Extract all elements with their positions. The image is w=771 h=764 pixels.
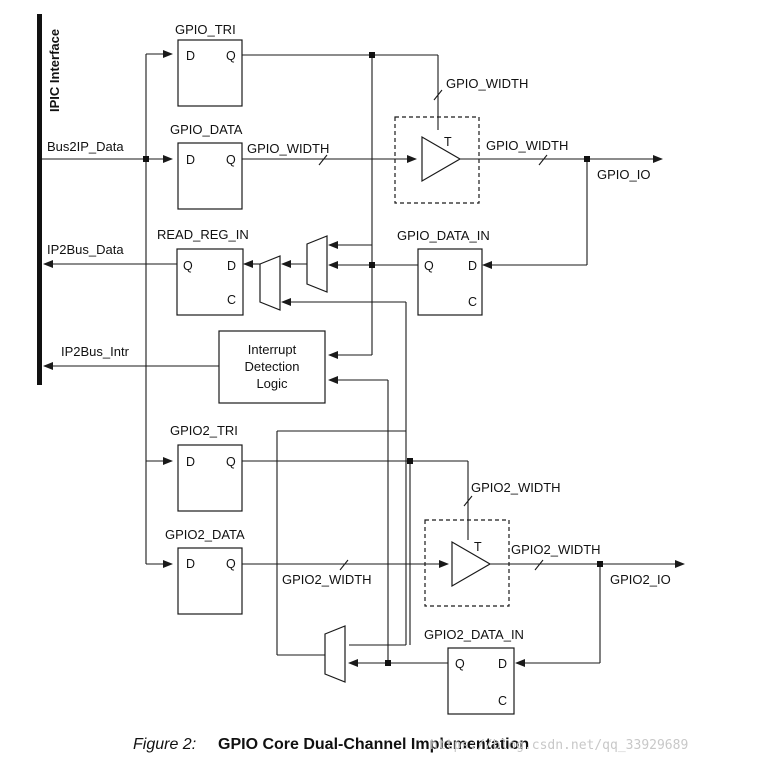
svg-text:Q: Q xyxy=(226,455,236,469)
gpio-tri-width-label: GPIO_WIDTH xyxy=(446,76,528,91)
svg-text:D: D xyxy=(186,153,195,167)
gpio2-tri-register: GPIO2_TRI D Q xyxy=(170,423,243,512)
read-reg-in-register: READ_REG_IN Q D C xyxy=(157,227,249,316)
gpio-data-in-register: GPIO_DATA_IN Q D C xyxy=(397,228,490,316)
gpio-data-width-label: GPIO_WIDTH xyxy=(247,141,329,156)
gpio-tristate-buffer: T xyxy=(394,116,480,204)
svg-text:Q: Q xyxy=(424,259,434,273)
gpio-data-wires xyxy=(242,154,417,166)
svg-text:C: C xyxy=(498,694,507,708)
gpio2-tri-width-label: GPIO2_WIDTH xyxy=(471,480,561,495)
ipic-interface-label: IPIC Interface xyxy=(47,29,62,112)
svg-text:Q: Q xyxy=(226,557,236,571)
interrupt-feedback-wires xyxy=(276,302,407,665)
figure-number: Figure 2: xyxy=(133,736,196,753)
gpio2-data-in-wires xyxy=(348,659,448,667)
gpio2-data-wires xyxy=(242,559,449,571)
svg-text:Detection: Detection xyxy=(245,359,300,374)
ipic-interface-bus xyxy=(37,14,42,385)
gpio-data-in-wires xyxy=(328,241,418,359)
gpio-data-register: GPIO_DATA D Q xyxy=(170,122,243,210)
svg-text:Q: Q xyxy=(455,657,465,671)
svg-text:D: D xyxy=(186,49,195,63)
bus2ip-data-wires xyxy=(42,50,173,568)
figure-caption: Figure 2: GPIO Core Dual-Channel Impleme… xyxy=(133,736,529,753)
gpio2-io-wires xyxy=(490,559,685,667)
gpio-io-wires xyxy=(460,154,663,269)
gpio-data-title: GPIO_DATA xyxy=(170,122,243,137)
bus2ip-data-label: Bus2IP_Data xyxy=(47,139,124,154)
gpio-tri-register: GPIO_TRI D Q xyxy=(175,22,243,107)
svg-text:D: D xyxy=(186,455,195,469)
gpio2-tristate-buffer: T xyxy=(424,519,510,607)
gpio2-data-in-register: GPIO2_DATA_IN Q D C xyxy=(424,627,524,715)
gpio-tri-wires xyxy=(242,52,443,355)
svg-text:D: D xyxy=(468,259,477,273)
gpio2-data-in-title: GPIO2_DATA_IN xyxy=(424,627,524,642)
figure-title: GPIO Core Dual-Channel Implementation xyxy=(218,736,529,753)
gpio2-data-register: GPIO2_DATA D Q xyxy=(165,527,245,615)
gpio2-out-width-label: GPIO2_WIDTH xyxy=(511,542,601,557)
svg-text:C: C xyxy=(227,293,236,307)
ip2bus-intr-label: IP2Bus_Intr xyxy=(61,344,130,359)
gpio2-tri-title: GPIO2_TRI xyxy=(170,423,238,438)
read-reg-in-title: READ_REG_IN xyxy=(157,227,249,242)
svg-text:Q: Q xyxy=(226,49,236,63)
svg-text:Q: Q xyxy=(183,259,193,273)
svg-text:D: D xyxy=(186,557,195,571)
svg-text:D: D xyxy=(498,657,507,671)
svg-text:Q: Q xyxy=(226,153,236,167)
gpio-read-mux xyxy=(306,235,328,293)
gpio2-data-width-label: GPIO2_WIDTH xyxy=(282,572,372,587)
svg-text:C: C xyxy=(468,295,477,309)
gpio2-data-title: GPIO2_DATA xyxy=(165,527,245,542)
watermark: https://blog.csdn.net/qq_33929689 xyxy=(430,738,688,753)
gpio2-io-label: GPIO2_IO xyxy=(610,572,671,587)
gpio-tri-title: GPIO_TRI xyxy=(175,22,236,37)
gpio2-read-mux xyxy=(324,625,346,683)
svg-text:D: D xyxy=(227,259,236,273)
gpio-io-label: GPIO_IO xyxy=(597,167,650,182)
svg-text:T: T xyxy=(474,540,482,554)
gpio-data-in-title: GPIO_DATA_IN xyxy=(397,228,490,243)
ip2bus-data-label: IP2Bus_Data xyxy=(47,242,124,257)
svg-text:T: T xyxy=(444,135,452,149)
interrupt-detection-logic: Interrupt Detection Logic xyxy=(218,330,326,404)
svg-text:Logic: Logic xyxy=(256,376,288,391)
gpio2-tri-wires xyxy=(242,458,473,645)
gpio-out-width-label: GPIO_WIDTH xyxy=(486,138,568,153)
svg-text:Interrupt: Interrupt xyxy=(248,342,297,357)
read-select-mux xyxy=(259,255,281,311)
